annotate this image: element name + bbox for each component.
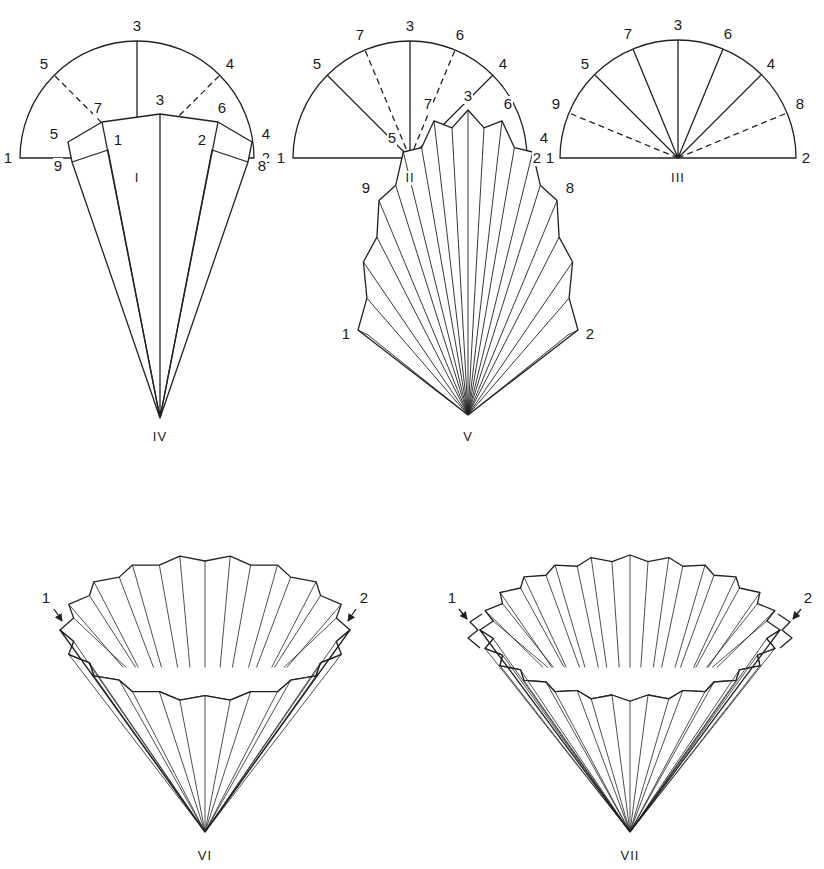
filter-cone: [480, 630, 780, 832]
pointer-arrow: [54, 609, 801, 621]
callout-number: 9: [361, 180, 371, 197]
callout-number: 8: [257, 158, 267, 175]
dashed-fold-line: [569, 113, 787, 158]
folded-cone: [68, 114, 252, 418]
callout-number: 3: [463, 88, 473, 105]
flap-edge: [72, 150, 248, 418]
callout-number: 7: [355, 27, 365, 44]
filter-rim: [480, 555, 780, 701]
callout-number: 5: [312, 56, 322, 73]
fold-line: [102, 114, 218, 418]
opened-filter: [468, 555, 792, 832]
figure-label: I: [134, 171, 141, 185]
callout-number: 2: [532, 150, 542, 167]
flap-edge: [358, 330, 578, 415]
callout-number: 5: [387, 130, 397, 147]
figure-label: II: [404, 171, 415, 185]
pleat-line: [485, 639, 775, 832]
callout-number: 7: [623, 26, 633, 43]
callout-number: 1: [545, 150, 555, 167]
pointer-arrow: [348, 609, 356, 621]
callout-number: 2: [801, 150, 811, 167]
pleat-line: [485, 555, 775, 668]
callout-number: 9: [53, 158, 63, 175]
callout-number: 1: [276, 150, 286, 167]
callout-number: 4: [261, 126, 271, 143]
pleated-fan: [358, 110, 578, 415]
filter-cone: [60, 630, 350, 832]
side-pleat: [468, 614, 482, 648]
pointer-arrow: [54, 609, 62, 621]
callout-number: 4: [766, 56, 776, 73]
opened-filter: [60, 556, 350, 832]
callout-number: 4: [225, 56, 235, 73]
callout-number: 5: [39, 56, 49, 73]
callout-number: 4: [539, 130, 549, 147]
callout-number: 1: [447, 590, 457, 607]
figure-label: V: [462, 430, 474, 444]
figure-label: IV: [152, 430, 168, 444]
callout-number: 1: [113, 132, 123, 149]
semicircle-paper: [560, 40, 796, 158]
callout-number: 6: [217, 100, 227, 117]
callout-number: 6: [503, 96, 513, 113]
callout-number: 1: [3, 150, 13, 167]
pointer-arrow: [459, 609, 467, 619]
fold-line: [595, 40, 761, 158]
callout-number: 3: [132, 18, 142, 35]
callout-number: 2: [803, 590, 813, 607]
callout-number: 3: [405, 18, 415, 35]
callout-number: 6: [723, 26, 733, 43]
callout-number: 8: [795, 96, 805, 113]
pleat-line: [69, 556, 342, 667]
callout-number: 2: [197, 132, 207, 149]
pleat-line: [363, 110, 572, 415]
callout-number: 5: [49, 126, 59, 143]
callout-number: 6: [455, 27, 465, 44]
callout-number: 2: [585, 326, 595, 343]
callout-number: 5: [580, 56, 590, 73]
callout-number: 8: [565, 180, 575, 197]
paper-outline: [358, 110, 578, 415]
callout-number: 4: [498, 56, 508, 73]
callout-number: 3: [155, 92, 165, 109]
figure-label: III: [670, 171, 686, 185]
callout-number: 2: [359, 590, 369, 607]
side-pleat: [778, 614, 792, 648]
callout-number: 7: [423, 96, 433, 113]
callout-number: 1: [341, 326, 351, 343]
figure-label: VI: [197, 849, 213, 863]
pointer-arrow: [793, 609, 801, 619]
figure-label: VII: [620, 849, 641, 863]
pleat-line: [69, 641, 342, 832]
callout-number: 9: [551, 96, 561, 113]
callout-number: 3: [673, 17, 683, 34]
callout-number: 7: [93, 100, 103, 117]
paper-outline: [560, 40, 796, 158]
paper-outline: [68, 114, 252, 418]
callout-number: 1: [41, 590, 51, 607]
